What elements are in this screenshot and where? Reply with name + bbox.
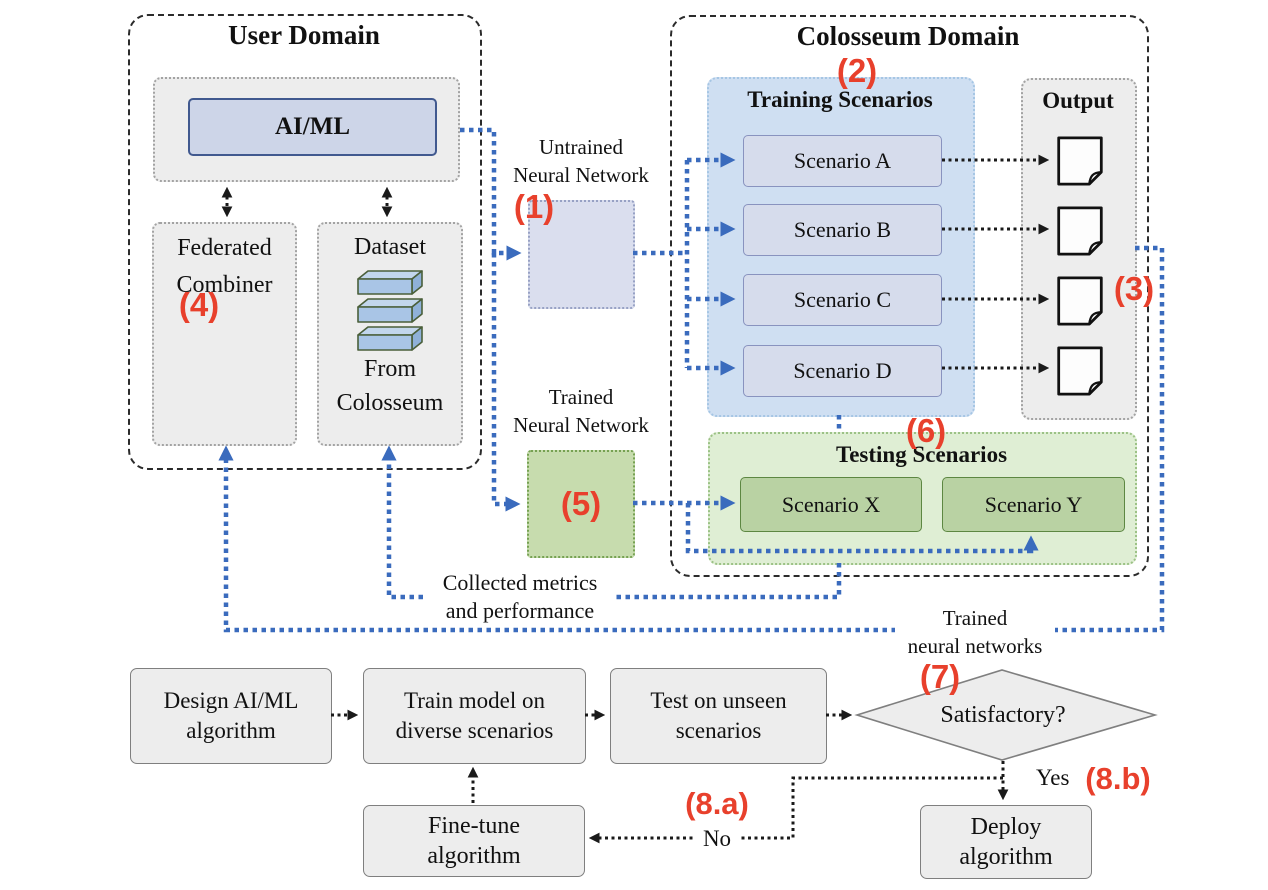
annotation-3: (3) [1113, 270, 1155, 307]
document-icon-1 [1055, 135, 1105, 192]
dataset-source-line2: Colosseum [336, 390, 444, 416]
scenario-y-box: Scenario Y [942, 477, 1125, 532]
aiml-box: AI/ML [188, 98, 437, 156]
dataset-stack-icon [357, 270, 423, 351]
document-icon-4 [1055, 345, 1105, 402]
dataset-title: Dataset [354, 234, 426, 260]
federated-combiner-line1: Federated [177, 235, 272, 261]
annotation-8b: (8.b) [1085, 761, 1151, 796]
scenario-a-box: Scenario A [743, 135, 942, 187]
test-unseen-box: Test on unseen scenarios [610, 668, 827, 764]
document-icon-2 [1055, 205, 1105, 262]
scenario-d-box: Scenario D [743, 345, 942, 397]
flow-aiml-to-trained [491, 253, 521, 512]
aiml-label: AI/ML [275, 113, 350, 140]
federated-combiner-box: Federated Combiner [152, 222, 297, 446]
untrained-nn-label: Untrained Neural Network [513, 135, 649, 187]
dataset-box: Dataset From Colosseum [317, 222, 463, 446]
trained-networks-label: Trained neural networks [895, 604, 1055, 660]
annotation-8a: (8.a) [685, 786, 749, 821]
decision-label: Satisfactory? [940, 702, 1066, 728]
scenario-x-box: Scenario X [740, 477, 922, 532]
user-domain-title: User Domain [228, 20, 380, 50]
annotation-6: (6) [905, 412, 947, 449]
document-icon-3 [1055, 275, 1105, 332]
collected-metrics-label: Collected metrics and performance [425, 569, 615, 625]
design-algorithm-box: Design AI/ML algorithm [130, 668, 332, 764]
no-label: No [694, 824, 740, 853]
annotation-1: (1) [513, 188, 555, 225]
finetune-box: Fine-tune algorithm [363, 805, 585, 877]
trained-nn-box: (5) [527, 450, 635, 558]
annotation-2: (2) [836, 52, 878, 89]
annotation-4: (4) [178, 286, 220, 323]
train-model-box: Train model on diverse scenarios [363, 668, 586, 764]
colosseum-domain-title: Colosseum Domain [796, 21, 1020, 51]
scenario-b-box: Scenario B [743, 204, 942, 256]
yes-label: Yes [1036, 765, 1070, 790]
training-scenarios-title: Training Scenarios [747, 87, 933, 112]
annotation-7: (7) [919, 658, 961, 695]
deploy-box: Deploy algorithm [920, 805, 1092, 879]
dataset-source-line1: From [363, 356, 416, 382]
annotation-5: (5) [560, 485, 602, 522]
output-title: Output [1042, 88, 1114, 113]
scenario-c-box: Scenario C [743, 274, 942, 326]
trained-nn-label: Trained Neural Network [513, 385, 649, 437]
